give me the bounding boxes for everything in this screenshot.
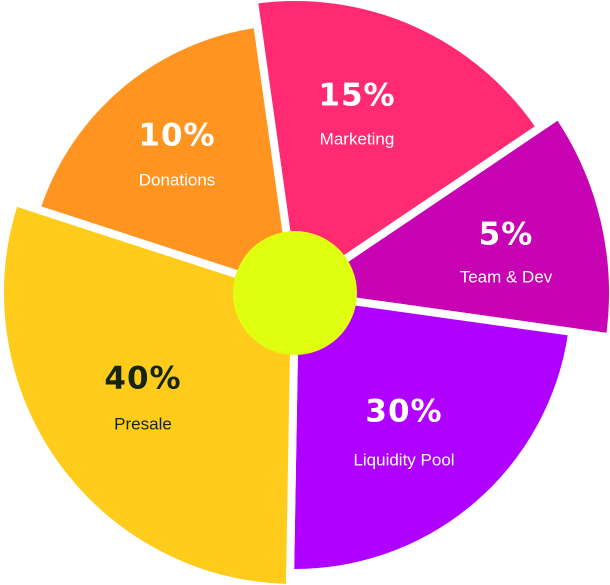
slice-name-label: Donations	[139, 170, 216, 189]
slice-team-dev	[284, 109, 610, 342]
slice-value-label: 30%	[365, 394, 442, 430]
slice-presale	[0, 196, 300, 585]
slice-value-label: 10%	[138, 118, 215, 154]
slice-name-label: Liquidity Pool	[353, 450, 454, 469]
slice-name-label: Marketing	[320, 129, 395, 148]
slice-liquidity-pool	[286, 288, 577, 577]
slice-value-label: 15%	[318, 78, 395, 114]
slice-value-label: 40%	[104, 361, 181, 397]
slice-marketing	[249, 0, 546, 300]
slice-value-label: 5%	[479, 217, 534, 253]
slice-name-label: Team & Dev	[460, 267, 553, 286]
center-circle	[233, 231, 357, 355]
slice-name-label: Presale	[114, 414, 172, 433]
slice-donations	[31, 19, 300, 299]
